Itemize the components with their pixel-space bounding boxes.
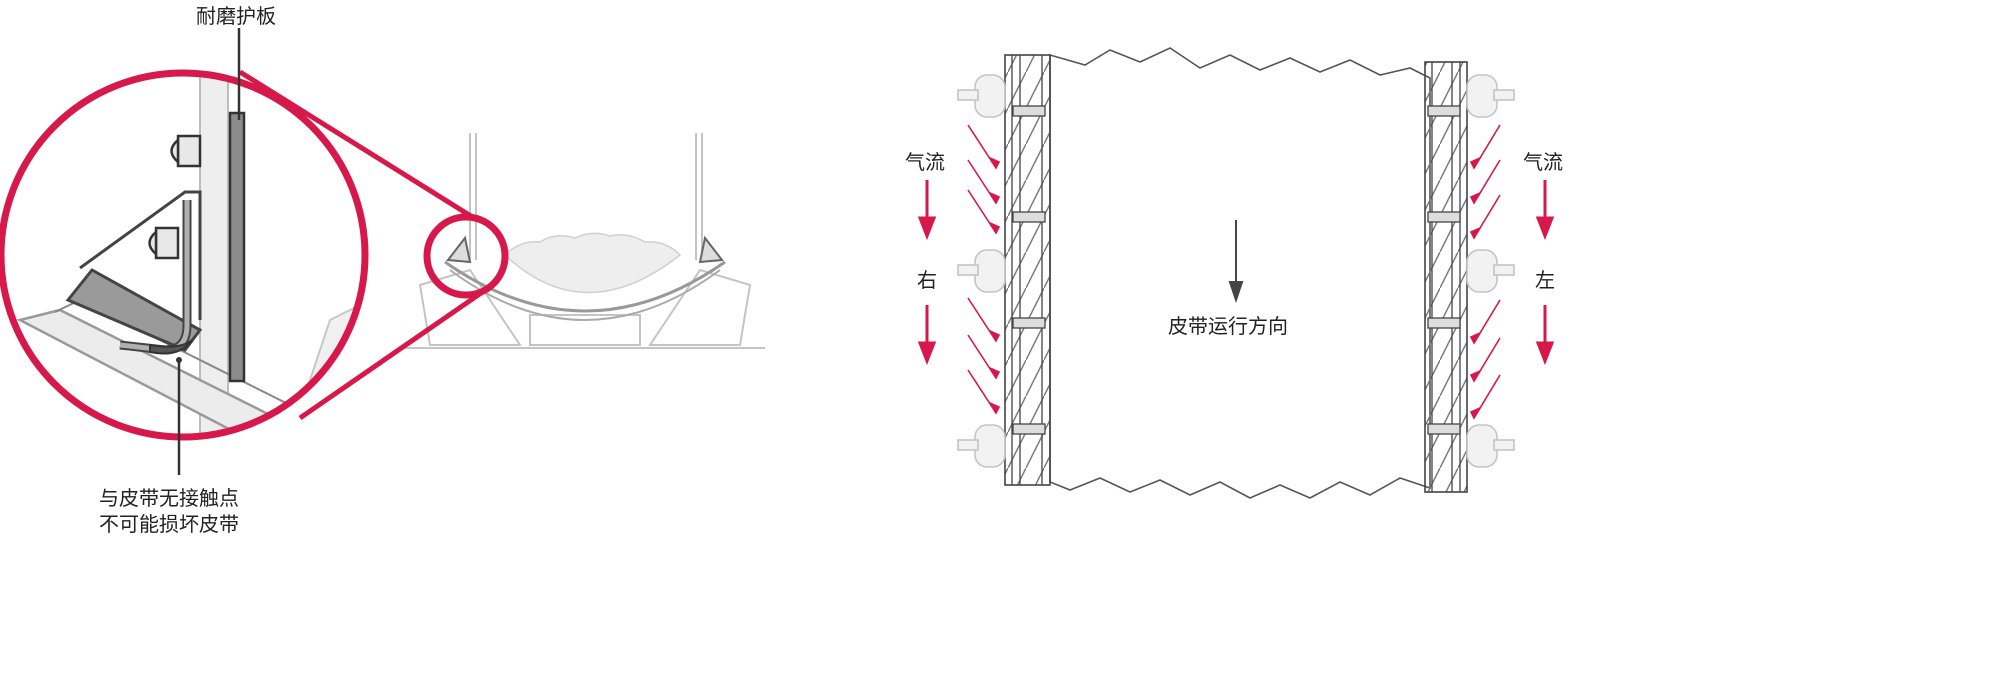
airflow-label-left: 气流 (905, 150, 945, 174)
wear-plate (228, 111, 246, 383)
skirt-clamp-left-small (446, 235, 472, 264)
airflow-label-right: 气流 (1523, 150, 1563, 174)
highlight-circle (423, 213, 509, 299)
airflow-down-arrow-left (917, 180, 937, 366)
belt-direction-label: 皮带运行方向 (1168, 314, 1288, 338)
left-side-label: 左 (1535, 268, 1555, 292)
idler-rollers (957, 74, 1515, 468)
conveyor-overview (405, 133, 765, 349)
no-contact-label-line2: 不可能损坏皮带 (99, 512, 239, 536)
airflow-down-arrow-right (1535, 180, 1555, 366)
zoom-circle (0, 69, 369, 441)
airflow-arrows-left (967, 124, 1001, 415)
zoom-line-bottom (298, 288, 486, 421)
skirt-rail-right (1424, 61, 1468, 493)
skirt-clamp-right-small (698, 235, 724, 264)
wear-plate-label: 耐磨护板 (196, 4, 276, 28)
diagram-svg (0, 28, 1555, 499)
skirt-rail-left (1004, 54, 1051, 486)
right-side-label: 右 (917, 268, 937, 292)
airflow-arrows-right (1469, 124, 1501, 420)
no-contact-label-line1: 与皮带无接触点 (99, 486, 239, 510)
belt-direction-arrow (1228, 220, 1244, 304)
bulk-material (503, 232, 682, 294)
belt-surface (1049, 47, 1431, 499)
diagram-canvas: 耐磨护板 与皮带无接触点 不可能损坏皮带 气流 气流 右 左 皮带运行方向 (0, 4, 1563, 536)
